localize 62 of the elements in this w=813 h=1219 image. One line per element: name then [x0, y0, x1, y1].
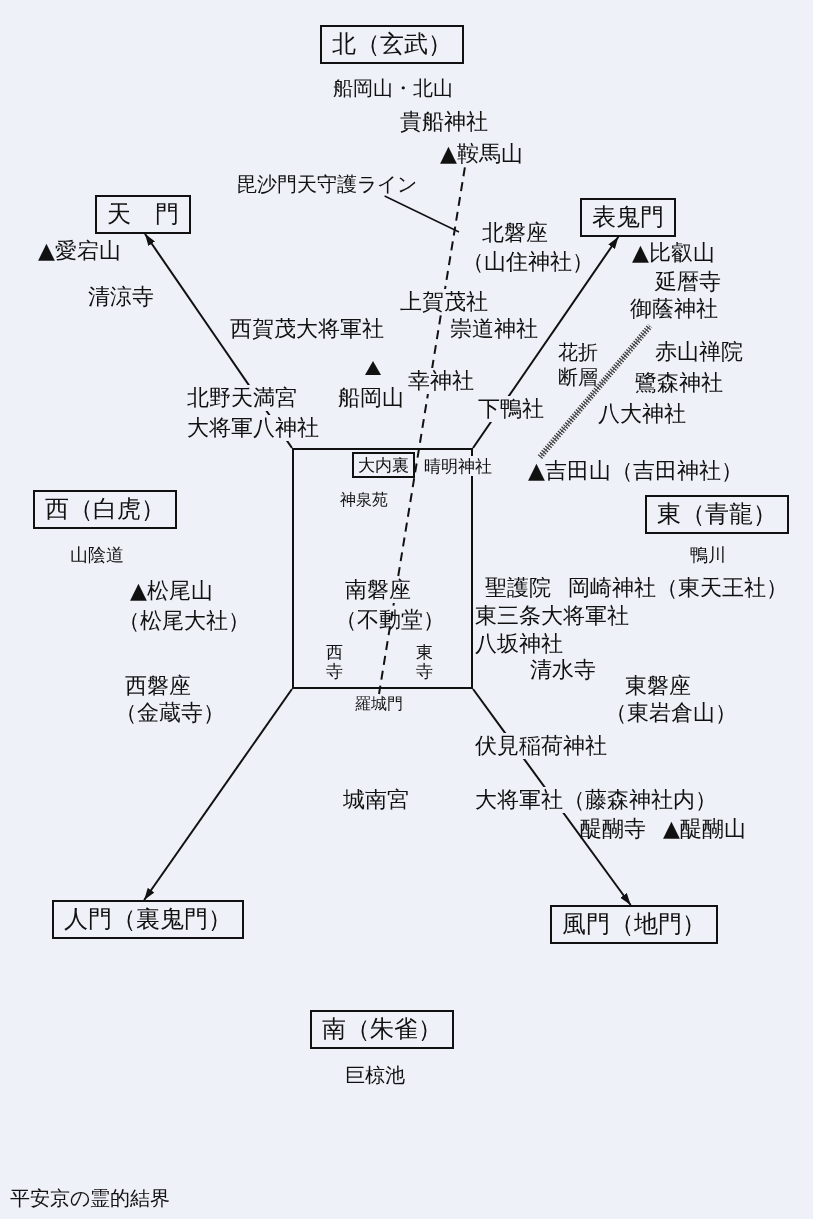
place-label: 東磐座	[625, 673, 691, 700]
direction-box: 東（青龍）	[645, 495, 789, 534]
place-label: （山住神社）	[462, 249, 594, 276]
place-label: ▲比叡山	[632, 240, 715, 267]
direction-box: 南（朱雀）	[310, 1010, 454, 1049]
arrow	[143, 688, 293, 901]
place-label: 伏見稲荷神社	[475, 733, 607, 760]
place-label: 八坂神社	[475, 631, 563, 658]
place-label: 貴船神社	[400, 109, 488, 136]
leader-line	[383, 195, 460, 233]
place-label: ▲醍醐山	[663, 816, 746, 843]
place-label: 船岡山・北山	[333, 76, 453, 100]
gate-box: 人門（裏鬼門）	[52, 900, 244, 939]
place-label: 幸神社	[408, 368, 474, 395]
place-label: 花折断層	[558, 340, 598, 390]
line-label: 毘沙門天守護ライン	[237, 172, 417, 196]
place-label: 東寺	[416, 643, 433, 681]
place-label: 清涼寺	[88, 284, 154, 311]
dashed-line	[378, 166, 466, 695]
place-label: 清水寺	[530, 657, 596, 684]
place-label: 北野天満宮	[187, 385, 297, 412]
place-label: 山陰道	[70, 544, 124, 566]
place-label: 西磐座	[125, 673, 191, 700]
place-label: 崇道神社	[450, 316, 538, 343]
place-label: 岡崎神社（東天王社）	[568, 575, 788, 602]
gate-box: 表鬼門	[580, 198, 676, 237]
place-label: 御蔭神社	[630, 296, 718, 323]
diagram-title: 平安京の霊的結界	[10, 1186, 170, 1210]
place-label: 延暦寺	[655, 269, 721, 296]
place-label: （松尾大社）	[118, 608, 250, 635]
place-label: 下鴨社	[478, 396, 544, 423]
place-label: 鷺森神社	[635, 370, 723, 397]
place-label: 醍醐寺	[580, 816, 646, 843]
place-label: （不動堂）	[335, 607, 445, 634]
arrow	[472, 235, 620, 449]
place-label: 聖護院	[485, 575, 551, 602]
direction-box: 西（白虎）	[33, 490, 177, 529]
gate-box: 天 門	[95, 195, 191, 234]
place-label: 船岡山	[338, 385, 404, 412]
place-label: 神泉苑	[340, 490, 388, 510]
place-label: ▲愛宕山	[38, 238, 121, 265]
place-label: 大将軍八神社	[187, 415, 319, 442]
place-label: 巨椋池	[345, 1063, 405, 1087]
place-label: 赤山禅院	[655, 339, 743, 366]
place-label: 八大神社	[598, 401, 686, 428]
place-label: 上賀茂社	[400, 289, 488, 316]
place-label: 北磐座	[482, 220, 548, 247]
place-label: 城南宮	[343, 787, 409, 814]
mountain-label: ▲鞍馬山	[440, 141, 523, 168]
palace-box: 大内裏	[352, 452, 415, 479]
direction-box: 北（玄武）	[320, 25, 464, 64]
gate-label: 羅城門	[355, 694, 403, 714]
place-label: ▲松尾山	[130, 578, 213, 605]
place-label: ▲吉田山（吉田神社）	[528, 458, 743, 485]
place-label: 鴨川	[690, 544, 726, 566]
place-label: 西寺	[326, 643, 343, 681]
place-label: 東三条大将軍社	[475, 603, 629, 630]
place-label: （東岩倉山）	[605, 700, 737, 727]
place-label: （金蔵寺）	[115, 700, 225, 727]
place-label: 南磐座	[345, 577, 411, 604]
place-label: 西賀茂大将軍社	[230, 316, 384, 343]
gate-box: 風門（地門）	[550, 905, 718, 944]
